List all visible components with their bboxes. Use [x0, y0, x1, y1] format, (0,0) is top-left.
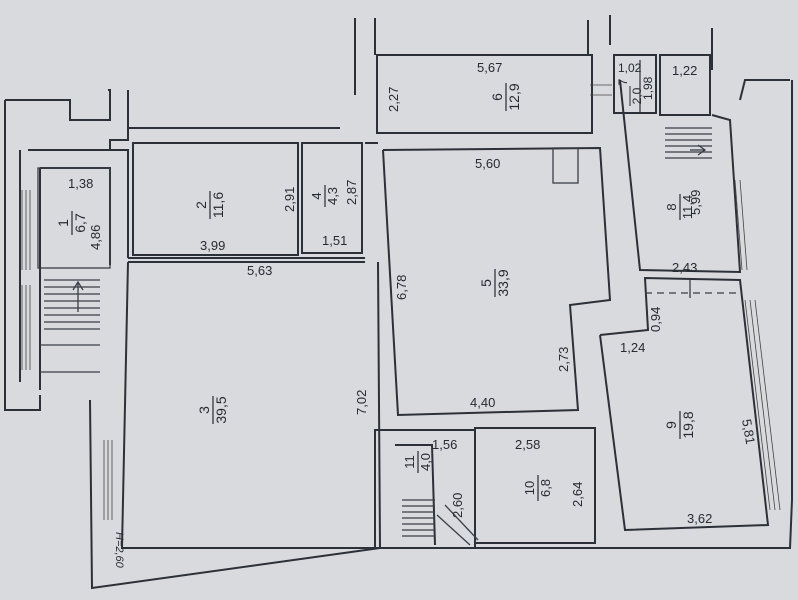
room-11-area: 4,0	[418, 453, 433, 471]
room-5-number: 5	[478, 279, 494, 287]
dim-7-width: 1,02	[618, 61, 642, 75]
room-9-area: 19,8	[680, 411, 696, 438]
room-10-number: 10	[522, 481, 537, 495]
room-2-number: 2	[193, 201, 209, 209]
room-2-label: 2 11,6	[193, 191, 226, 219]
dim-5-right: 2,73	[556, 347, 571, 372]
room-10-area: 6,8	[538, 479, 553, 497]
room-1-number: 1	[55, 219, 71, 227]
dim-5-top: 5,60	[475, 156, 500, 171]
room-6-number: 6	[489, 93, 505, 101]
dim-8-height: 5,99	[688, 190, 703, 215]
dim-1-width: 1,38	[68, 176, 93, 191]
dimensions: 1,38 4,86 3,99 2,91 1,51 2,87 5,63 7,02 …	[68, 60, 758, 526]
room-labels: 1 6,7 2 11,6 3 39,5 4 4,3 5 33,9 6 12,9	[55, 78, 696, 501]
dim-5-left: 6,78	[394, 275, 409, 300]
dim-11-height: 2,60	[450, 493, 465, 518]
room-8-area: 11,4	[680, 195, 695, 219]
room-7-number: 7	[616, 78, 630, 85]
dim-8-width: 2,43	[672, 260, 697, 275]
room-9-number: 9	[663, 421, 679, 429]
room-1-label: 1 6,7	[55, 211, 88, 235]
room-4-area: 4,3	[325, 187, 340, 205]
room-3-number: 3	[196, 406, 212, 414]
dim-10-width: 2,58	[515, 437, 540, 452]
dim-9-inset: 1,24	[620, 340, 645, 355]
dim-3-height: 7,02	[354, 390, 369, 415]
room-9-label: 9 19,8	[663, 411, 696, 439]
dim-2-height: 2,91	[282, 187, 297, 212]
dim-9-width: 3,62	[687, 511, 712, 526]
room-3-area: 39,5	[213, 396, 229, 423]
room-8-number: 8	[664, 203, 679, 210]
room-3-label: 3 39,5	[196, 396, 229, 424]
room-7-area: 2,0	[630, 87, 644, 104]
room-4-label: 4 4,3	[309, 185, 340, 207]
room-7-label: 7 2,0	[616, 78, 644, 106]
dim-7-height: 1,98	[641, 76, 655, 100]
dim-9-height: 5,81	[739, 418, 758, 446]
room-8-label: 8 11,4	[664, 194, 695, 220]
room-11-number: 11	[402, 455, 417, 469]
dim-10-height: 2,64	[570, 482, 585, 507]
dim-6-width: 5,67	[477, 60, 502, 75]
walls	[4, 15, 793, 590]
windows	[21, 84, 781, 520]
dim-2-width: 3,99	[200, 238, 225, 253]
dim-1-length: 4,86	[88, 225, 103, 250]
room-2-area: 11,6	[210, 192, 226, 218]
dim-9-step: 0,94	[648, 307, 663, 332]
dim-4-width: 1,51	[322, 233, 347, 248]
room-6-label: 6 12,9	[489, 83, 522, 111]
room-10-label: 10 6,8	[522, 475, 553, 501]
dim-11-width: 1,56	[432, 437, 457, 452]
dim-4-height: 2,87	[344, 180, 359, 205]
dim-6-height: 2,27	[386, 87, 401, 112]
room-5-label: 5 33,9	[478, 269, 511, 297]
room-4-number: 4	[309, 192, 324, 199]
room-11-label: 11 4,0	[402, 451, 433, 473]
room-6-area: 12,9	[506, 83, 522, 110]
room-5-area: 33,9	[495, 269, 511, 296]
room-1-area: 6,7	[72, 213, 88, 233]
dim-r122: 1,22	[672, 63, 697, 78]
dim-5-bottom: 4,40	[470, 395, 495, 410]
ceiling-height-note: H=2,60	[113, 532, 125, 569]
dim-3-width: 5,63	[247, 263, 272, 278]
